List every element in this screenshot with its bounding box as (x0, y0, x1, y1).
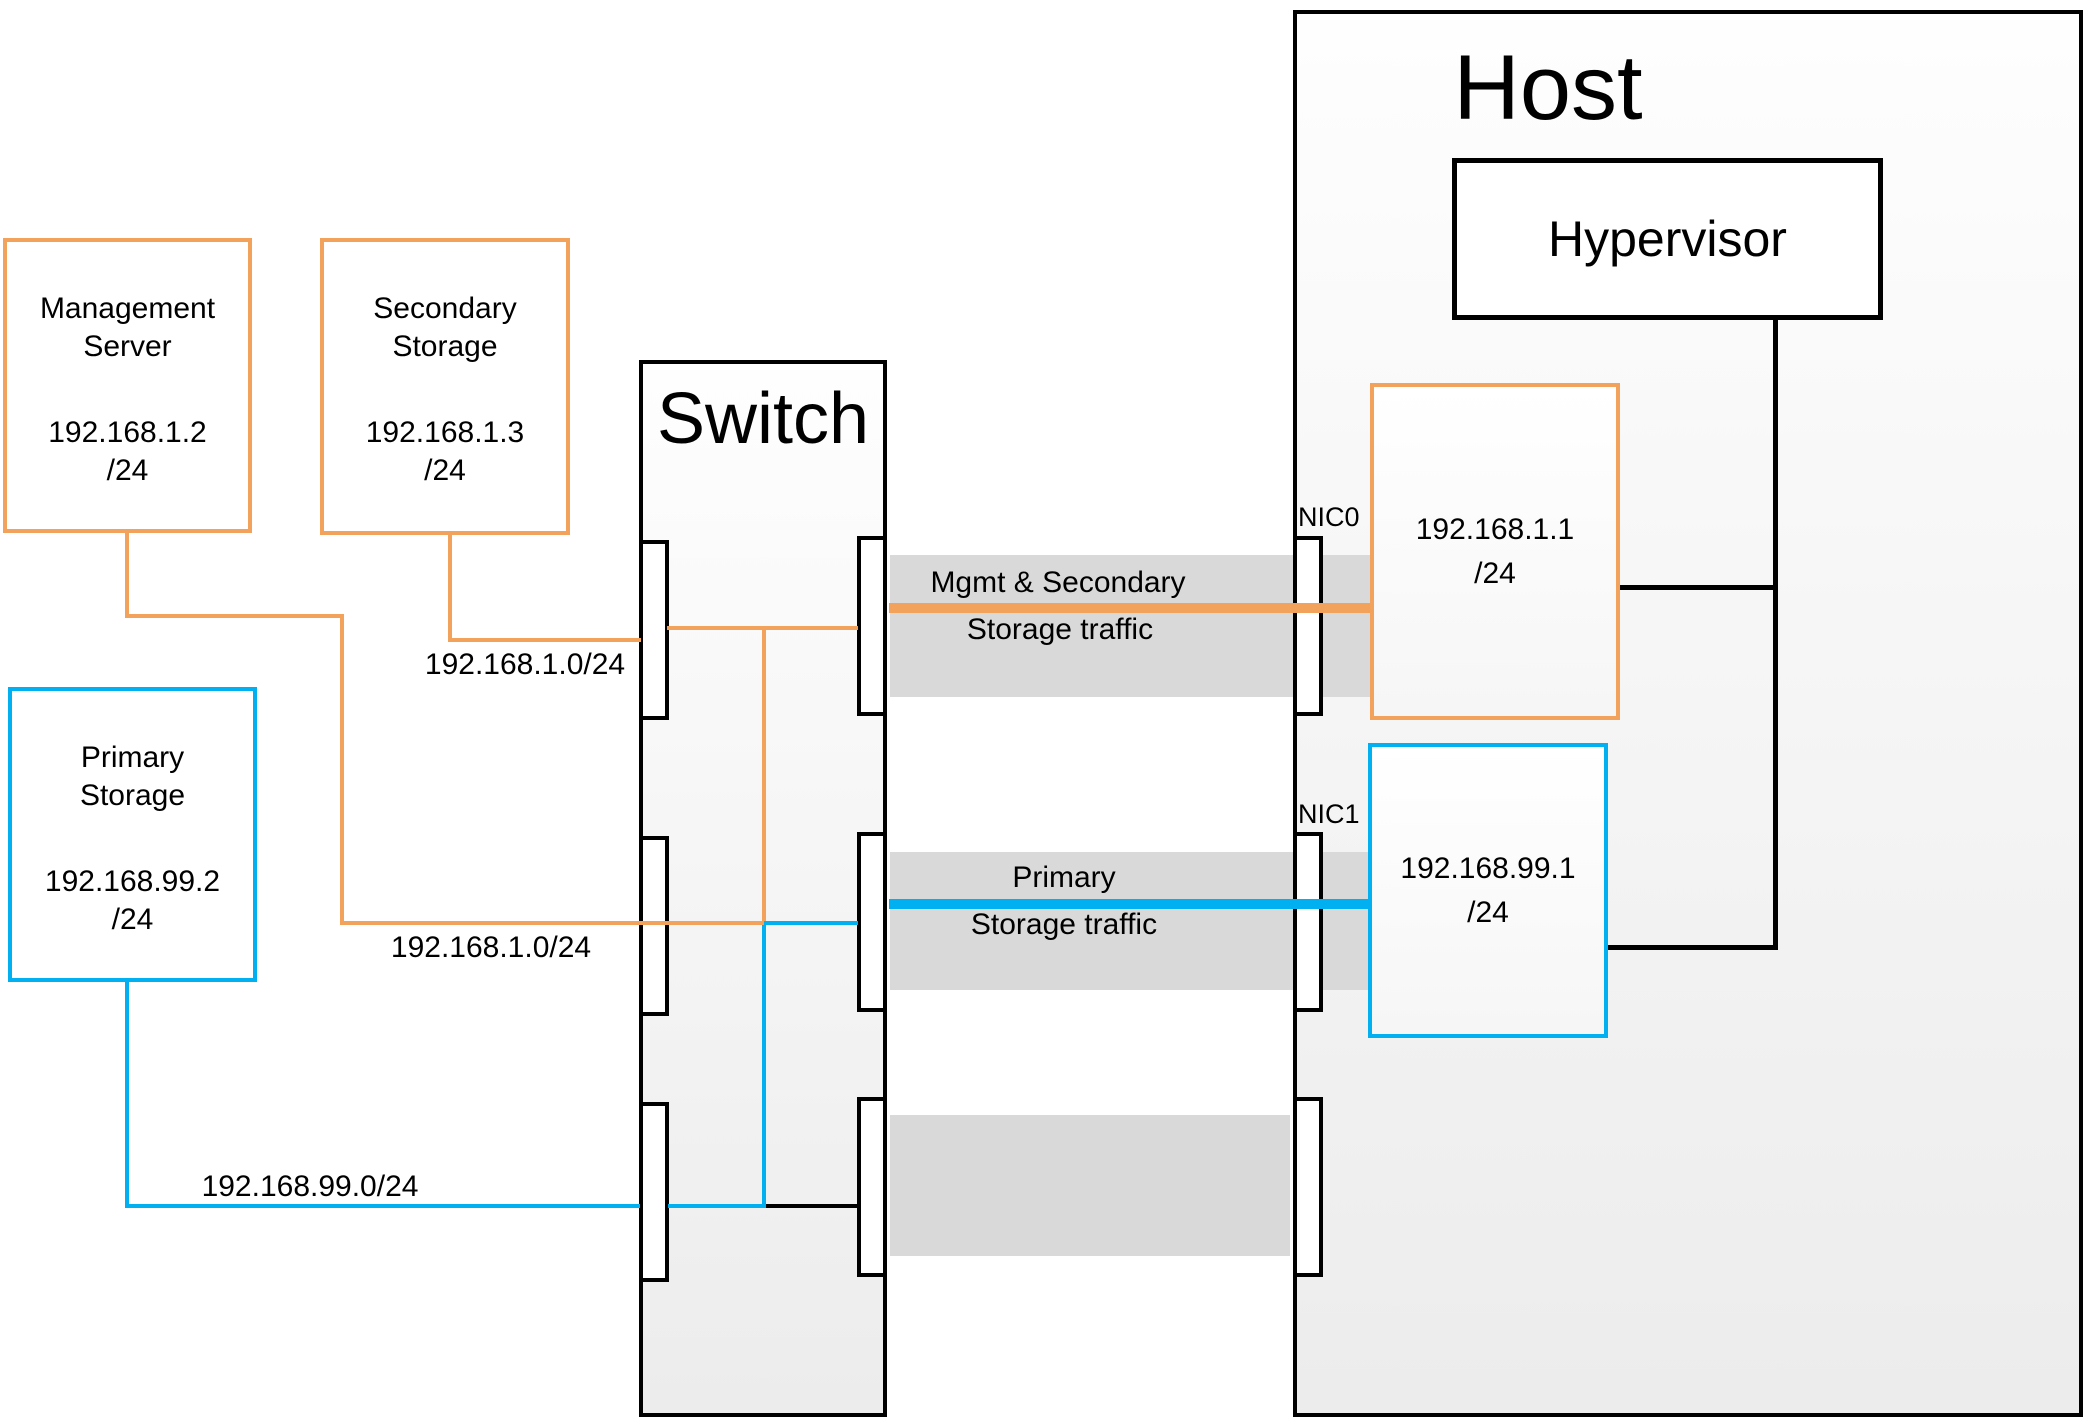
host-port-nic1 (1293, 832, 1323, 1012)
secondary-connector-h (448, 638, 641, 642)
switch-internal-black-h (766, 1204, 858, 1208)
nic0-box: 192.168.1.1 /24 (1370, 383, 1620, 720)
primary-traffic-line (889, 899, 1369, 909)
primary-connector-drop (125, 982, 129, 1208)
host-port-3 (1293, 1097, 1323, 1277)
primary-storage-cidr: /24 (111, 903, 154, 936)
primary-traffic-label-line2: Storage traffic (970, 908, 1158, 941)
nic1-ip: 192.168.99.1 (1400, 851, 1576, 885)
switch-internal-blue-v (762, 925, 766, 1208)
switch-port-left-2 (639, 836, 669, 1016)
mgmt-traffic-line (889, 603, 1371, 613)
nic1-box: 192.168.99.1 /24 (1368, 743, 1608, 1038)
nic0-port-label: NIC0 (1298, 502, 1360, 532)
primary-connector-h (125, 1204, 640, 1208)
management-server-ip: 192.168.1.2 (48, 416, 207, 449)
subnet-label-primary: 192.168.99.0/24 (201, 1170, 419, 1203)
management-server-name-line1: Management (39, 292, 216, 325)
host-port-nic0 (1293, 536, 1323, 716)
secondary-storage-ip: 192.168.1.3 (365, 416, 525, 449)
secondary-storage-box: Secondary Storage 192.168.1.3 /24 (320, 238, 570, 535)
switch-port-right-3 (857, 1097, 887, 1277)
host-title: Host (1453, 37, 1643, 139)
mgmt-traffic-label-line1: Mgmt & Secondary (930, 566, 1186, 599)
subnet-label-secondary: 192.168.1.0/24 (424, 648, 626, 681)
switch-internal-blue-h2 (764, 921, 858, 925)
primary-storage-ip: 192.168.99.2 (44, 865, 221, 898)
traffic-band-unused (890, 1115, 1290, 1256)
hypervisor-label: Hypervisor (1548, 211, 1787, 267)
nic1-port-label: NIC1 (1298, 799, 1360, 829)
mgmt-connector-h1 (125, 614, 344, 618)
secondary-connector-drop (448, 535, 452, 642)
switch-port-left-1 (639, 540, 669, 720)
nic1-cidr: /24 (1467, 895, 1509, 929)
primary-traffic-label-line1: Primary (1012, 861, 1116, 894)
primary-storage-name-line2: Storage (79, 779, 186, 812)
switch-internal-orange-v (762, 628, 766, 925)
management-server-cidr: /24 (106, 454, 149, 487)
management-server-name-line2: Server (83, 330, 172, 363)
secondary-storage-name-line1: Secondary (373, 292, 517, 325)
nic0-cidr: /24 (1474, 556, 1516, 590)
traffic-band-primary (890, 852, 1369, 990)
traffic-band-mgmt (890, 555, 1370, 697)
nic0-hypervisor-link (1620, 585, 1778, 590)
mgmt-connector-v2 (340, 614, 344, 925)
subnet-label-management: 192.168.1.0/24 (390, 931, 592, 964)
mgmt-connector-drop (125, 533, 129, 618)
nic0-ip: 192.168.1.1 (1415, 512, 1575, 546)
secondary-storage-cidr: /24 (424, 454, 466, 487)
hypervisor-box: Hypervisor (1452, 158, 1883, 320)
mgmt-connector-h2 (340, 921, 764, 925)
switch-port-right-2 (857, 832, 887, 1012)
primary-storage-name-line1: Primary (80, 741, 185, 774)
primary-storage-box: Primary Storage 192.168.99.2 /24 (8, 687, 257, 982)
nic1-hypervisor-link (1608, 945, 1778, 950)
secondary-storage-name-line2: Storage (392, 330, 498, 363)
switch-port-right-1 (857, 536, 887, 716)
switch-port-left-3 (639, 1102, 669, 1282)
switch-internal-blue-h1 (668, 1204, 766, 1208)
mgmt-traffic-label-line2: Storage traffic (966, 613, 1154, 646)
switch-title: Switch (656, 379, 870, 459)
hypervisor-drop-line (1773, 318, 1778, 950)
management-server-box: Management Server 192.168.1.2 /24 (3, 238, 252, 533)
